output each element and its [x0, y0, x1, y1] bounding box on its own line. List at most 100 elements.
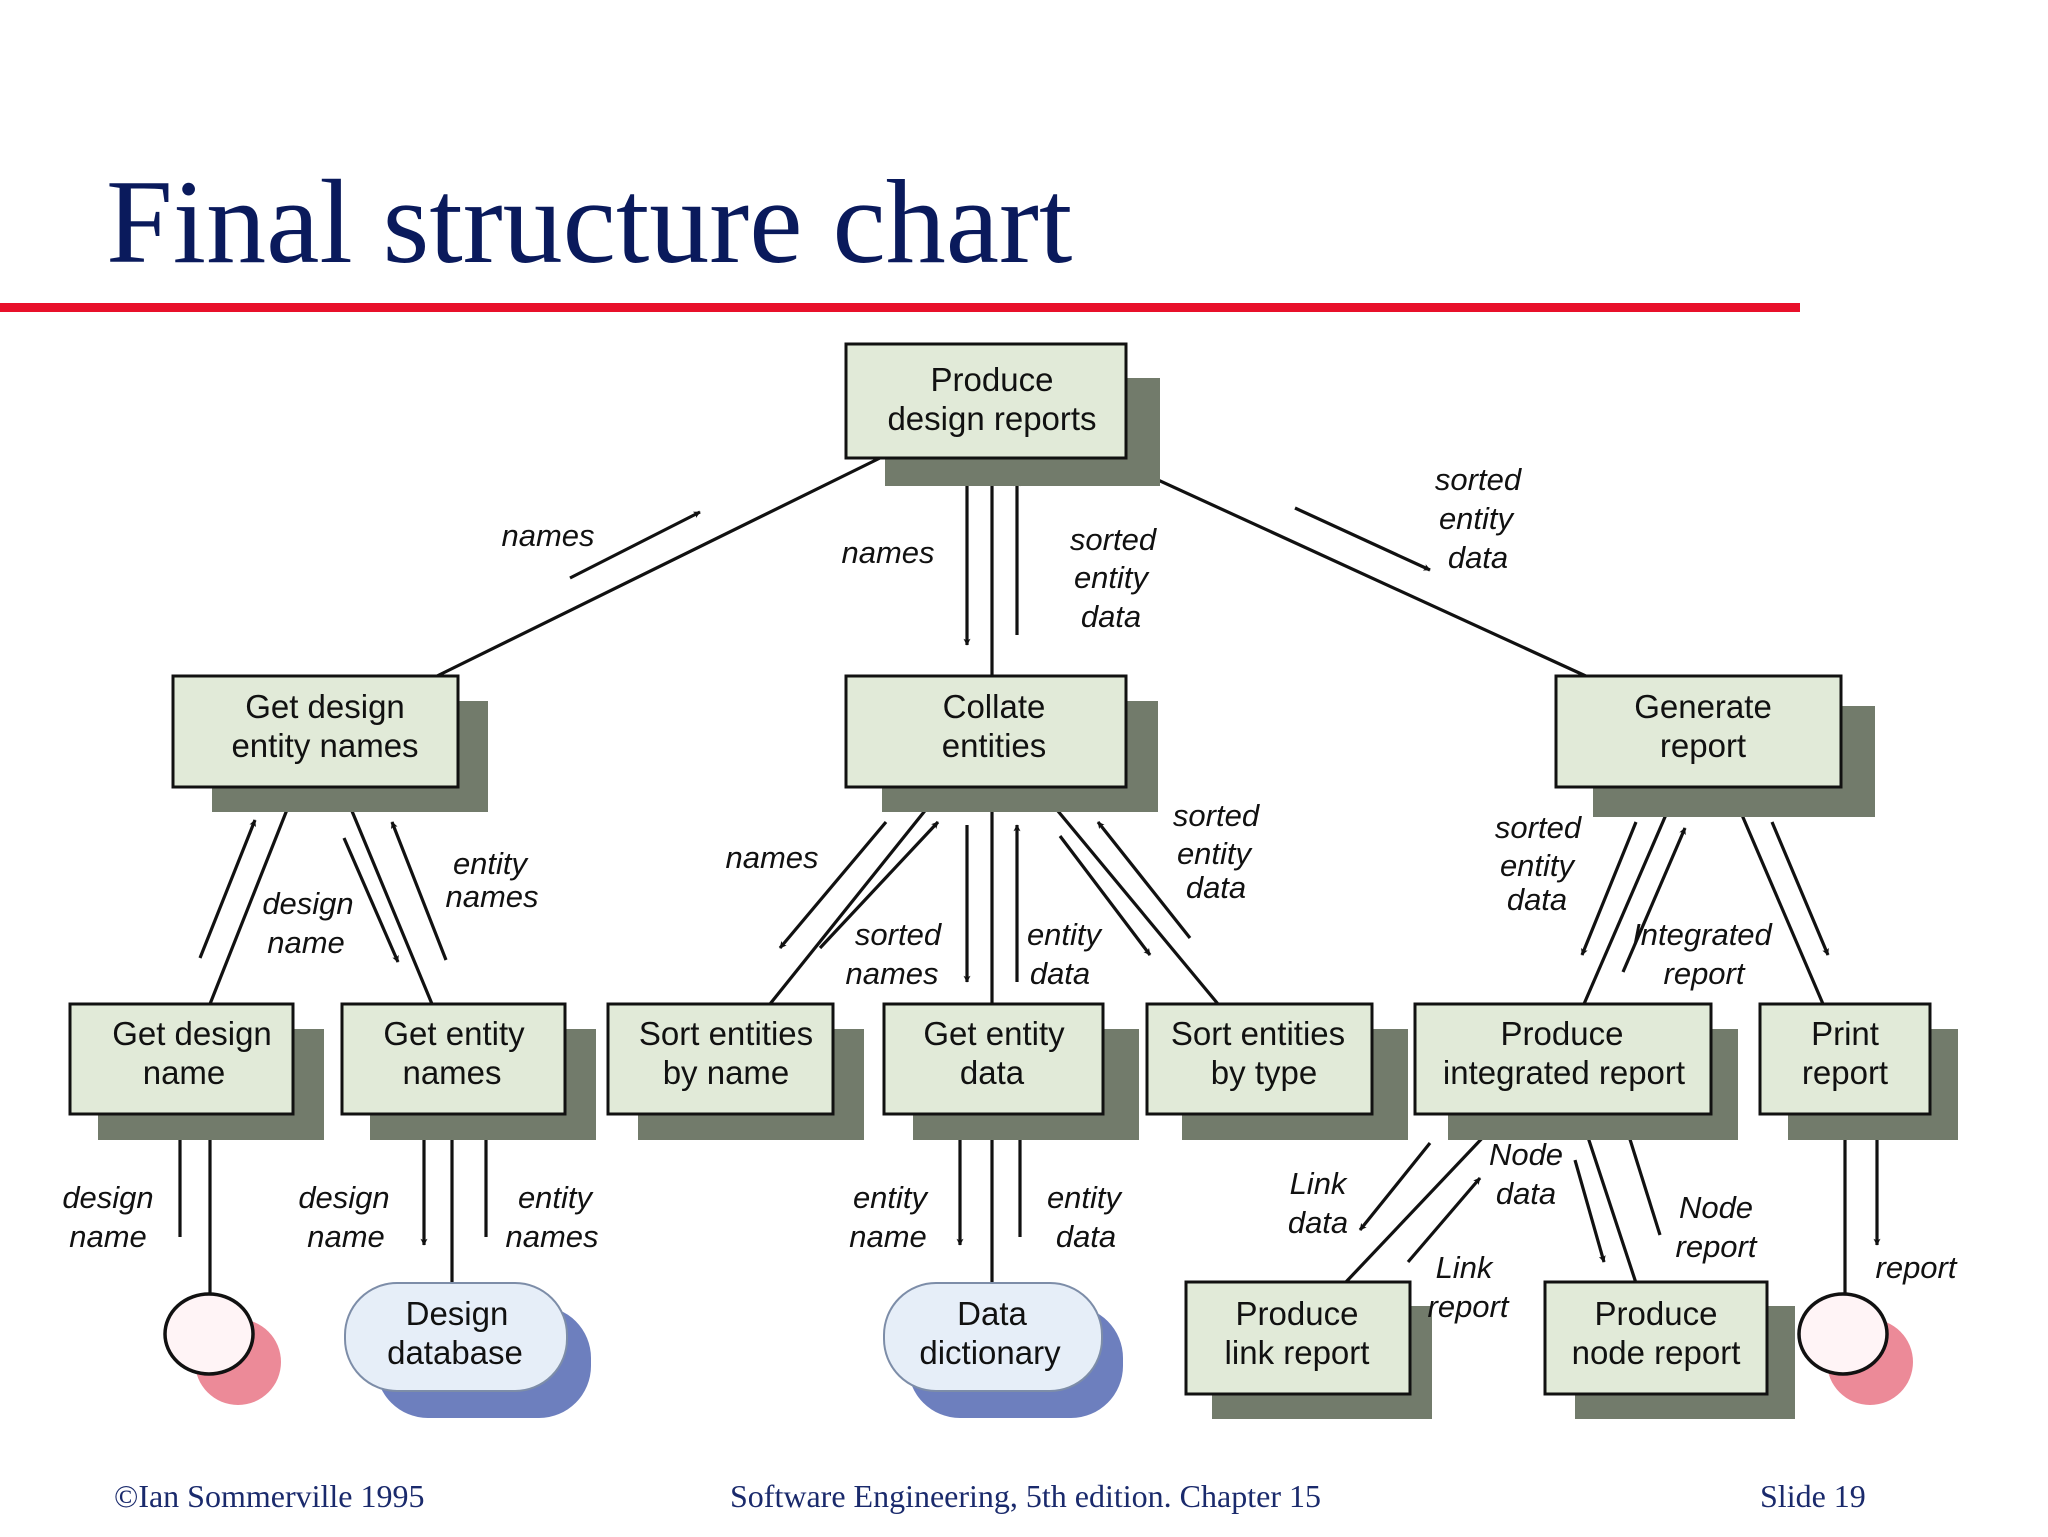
module-sort-entities-by-type: Sort entities by type [1145, 1002, 1408, 1140]
flow-label-gen-design-name: design name [298, 1180, 389, 1254]
module-print-report: Print report [1758, 1002, 1958, 1140]
module-get-design-entity-names: Get design entity names [171, 674, 488, 812]
flow-label-line: entity [853, 1180, 930, 1215]
flow-label-coll-entity-data: entity data [1027, 917, 1104, 991]
module-label: Generate [1634, 688, 1772, 725]
flow-label-top-center-names: names [841, 535, 934, 570]
module-label: by type [1211, 1054, 1317, 1091]
module-label: design reports [887, 400, 1096, 437]
flow-label-line: entity [1500, 848, 1577, 883]
flow-label-line: data [1496, 1176, 1556, 1211]
store-label: database [387, 1334, 523, 1371]
flow-label-line: data [1030, 956, 1090, 991]
module-label: Collate [943, 688, 1046, 725]
module-label: Get entity [383, 1015, 525, 1052]
flow-arrow [1626, 1132, 1662, 1236]
module-label: name [143, 1054, 226, 1091]
store-label: Design [406, 1295, 509, 1332]
flow-label-line: data [1448, 540, 1508, 575]
flow-label-line: Link [1436, 1250, 1494, 1285]
module-get-entity-data: Get entity data [882, 1002, 1139, 1140]
connector-lines [208, 456, 1847, 1300]
module-generate-report: Generate report [1554, 674, 1875, 817]
flow-arrow [1294, 506, 1431, 572]
flow-label-line: sorted [1435, 462, 1523, 497]
flow-label-line: name [849, 1219, 927, 1254]
flow-label-line: Integrated [1632, 917, 1773, 952]
module-produce-node-report: Produce node report [1543, 1280, 1795, 1419]
flow-arrow [1621, 827, 1687, 973]
flow-label-print-report: report [1876, 1250, 1958, 1285]
module-label: entity names [231, 727, 418, 764]
flow-label-top-right-sorted: sorted entity data [1435, 462, 1523, 575]
flow-label-line: entity [1027, 917, 1104, 952]
flow-arrow [818, 820, 940, 950]
flow-label-line: names [505, 1219, 598, 1254]
flow-label-gen-integrated-report: Integrated report [1632, 917, 1773, 991]
flow-label-pir-node-data: Node data [1489, 1137, 1563, 1211]
footer-slide-number: Slide 19 [1760, 1478, 1866, 1514]
flow-label-line: report [1676, 1229, 1758, 1264]
flow-label-line: design [298, 1180, 389, 1215]
flow-label-line: Node [1489, 1137, 1563, 1172]
flow-label-line: name [267, 925, 345, 960]
flow-label-line: entity [518, 1180, 595, 1215]
flow-label-ged-entity-name: entity name [849, 1180, 929, 1254]
footer-book: Software Engineering, 5th edition. Chapt… [730, 1478, 1321, 1514]
flow-label-line: name [307, 1219, 385, 1254]
title-rule [0, 303, 1800, 312]
flow-label-gen-entity-names: entity names [505, 1180, 598, 1254]
module-label: Get design [112, 1015, 272, 1052]
module-get-design-name: Get design name [68, 1002, 324, 1140]
module-label: report [1802, 1054, 1888, 1091]
flow-label-line: sorted [1173, 798, 1261, 833]
flow-label-line: entity [1439, 501, 1516, 536]
store-design-database: Design database [344, 1282, 591, 1418]
slide-title: Final structure chart [106, 155, 1073, 288]
module-label: link report [1225, 1334, 1370, 1371]
flow-label-line: data [1056, 1219, 1116, 1254]
flow-label-line: report [1428, 1289, 1510, 1324]
data-flow-arrows [176, 479, 1881, 1264]
flow-arrow [569, 510, 701, 580]
flow-label-gden-entity-names: entity names [445, 846, 538, 914]
flow-label-pir-link-data: Link data [1288, 1166, 1348, 1240]
flow-label-pir-link-report: Link report [1428, 1250, 1510, 1324]
flow-label-line: names [725, 840, 818, 875]
flow-label-line: names [845, 956, 938, 991]
module-label: Get entity [923, 1015, 1065, 1052]
flow-label-gen-sorted-entity-data: sorted entity data [1495, 810, 1583, 917]
flow-arrow [1573, 1159, 1606, 1263]
flow-label-line: Node [1679, 1190, 1753, 1225]
module-label: data [960, 1054, 1025, 1091]
flow-label-line: data [1507, 882, 1567, 917]
flow-arrow [1058, 835, 1152, 956]
module-label: names [402, 1054, 501, 1091]
flow-label-line: entity [453, 846, 530, 881]
footer-copyright: ©Ian Sommerville 1995 [114, 1478, 425, 1514]
flow-arrow [1770, 821, 1830, 956]
flow-label-line: data [1288, 1205, 1348, 1240]
flow-label-coll-sorted-names: sorted names [845, 917, 942, 991]
module-label: Produce [1595, 1295, 1718, 1332]
module-label: Print [1811, 1015, 1879, 1052]
module-label: node report [1572, 1334, 1741, 1371]
store-label: Data [957, 1295, 1027, 1332]
module-label: integrated report [1443, 1054, 1685, 1091]
module-label: Sort entities [1171, 1015, 1345, 1052]
flow-label-coll-names: names [725, 840, 818, 875]
module-label: report [1660, 727, 1746, 764]
flow-arrow [778, 820, 888, 950]
module-label: Produce [931, 361, 1054, 398]
flow-label-pir-node-report: Node report [1676, 1190, 1758, 1264]
flow-arrow [342, 837, 400, 963]
flow-label-line: design [262, 886, 353, 921]
flow-label-line: report [1664, 956, 1746, 991]
module-label: by name [663, 1054, 790, 1091]
flow-label-line: names [841, 535, 934, 570]
flow-arrow [390, 821, 448, 961]
flow-label-line: names [445, 879, 538, 914]
flow-arrow [1406, 1176, 1482, 1264]
flow-label-top-center-sorted: sorted entity data [1070, 522, 1158, 634]
flow-label-line: sorted [1495, 810, 1583, 845]
